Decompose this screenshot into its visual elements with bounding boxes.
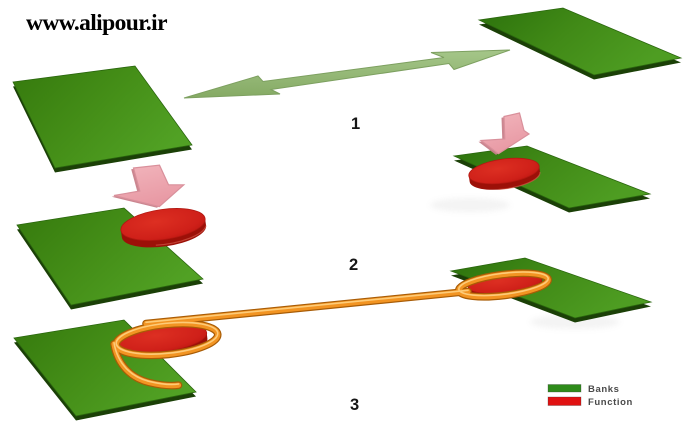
legend-function-swatch — [547, 396, 582, 406]
step3-left-bank-plane-top — [13, 319, 197, 417]
step2-right-function-disc — [468, 157, 541, 190]
watermark-text: www.alipour.ir — [26, 10, 167, 36]
cable-tail — [113, 342, 180, 386]
legend: Banks Function — [547, 384, 633, 408]
step2-left-move-arrow-face — [113, 164, 186, 208]
step2-right-plane-shadow — [430, 198, 510, 212]
step3-number: 3 — [350, 396, 359, 414]
step2-right-function-disc-top — [468, 157, 540, 185]
step2-left-bank-plane-top — [16, 207, 204, 306]
cable-left-loop — [115, 321, 219, 355]
step1-number: 1 — [351, 115, 360, 133]
step2-right-move-arrow-face — [479, 112, 531, 155]
step2-left-function-disc — [120, 208, 207, 248]
step2-left-function-disc-glint — [155, 225, 207, 246]
legend-function-label: Function — [588, 397, 633, 408]
step2-left-move-arrow-icon — [111, 164, 186, 208]
exchange-arrow-icon — [183, 49, 511, 99]
step2-number: 2 — [349, 256, 358, 274]
step2-right-move-arrow-icon — [478, 112, 531, 155]
legend-banks-swatch — [547, 384, 582, 393]
step2-left-function-disc-top — [120, 208, 206, 241]
cable-straight-segment — [143, 288, 471, 327]
step2-group: 2 — [16, 112, 652, 310]
step1-right-bank-plane — [477, 7, 683, 80]
step1-left-bank-plane — [12, 65, 193, 173]
legend-banks-label: Banks — [588, 384, 620, 395]
step1-group: 1 — [12, 7, 683, 173]
connection-cable — [110, 269, 552, 390]
cable-straight-segment — [145, 289, 469, 324]
step1-right-bank-plane-top — [477, 7, 683, 76]
cable-right-loop — [458, 271, 549, 297]
step1-left-bank-plane-top — [12, 65, 193, 169]
step2-left-bank-plane — [16, 207, 204, 310]
cable-highlight-layer — [113, 271, 549, 386]
step3-left-bank-plane — [13, 319, 197, 421]
step3-group: 3 — [13, 257, 653, 421]
step2-right-function-disc-glint — [498, 171, 541, 190]
